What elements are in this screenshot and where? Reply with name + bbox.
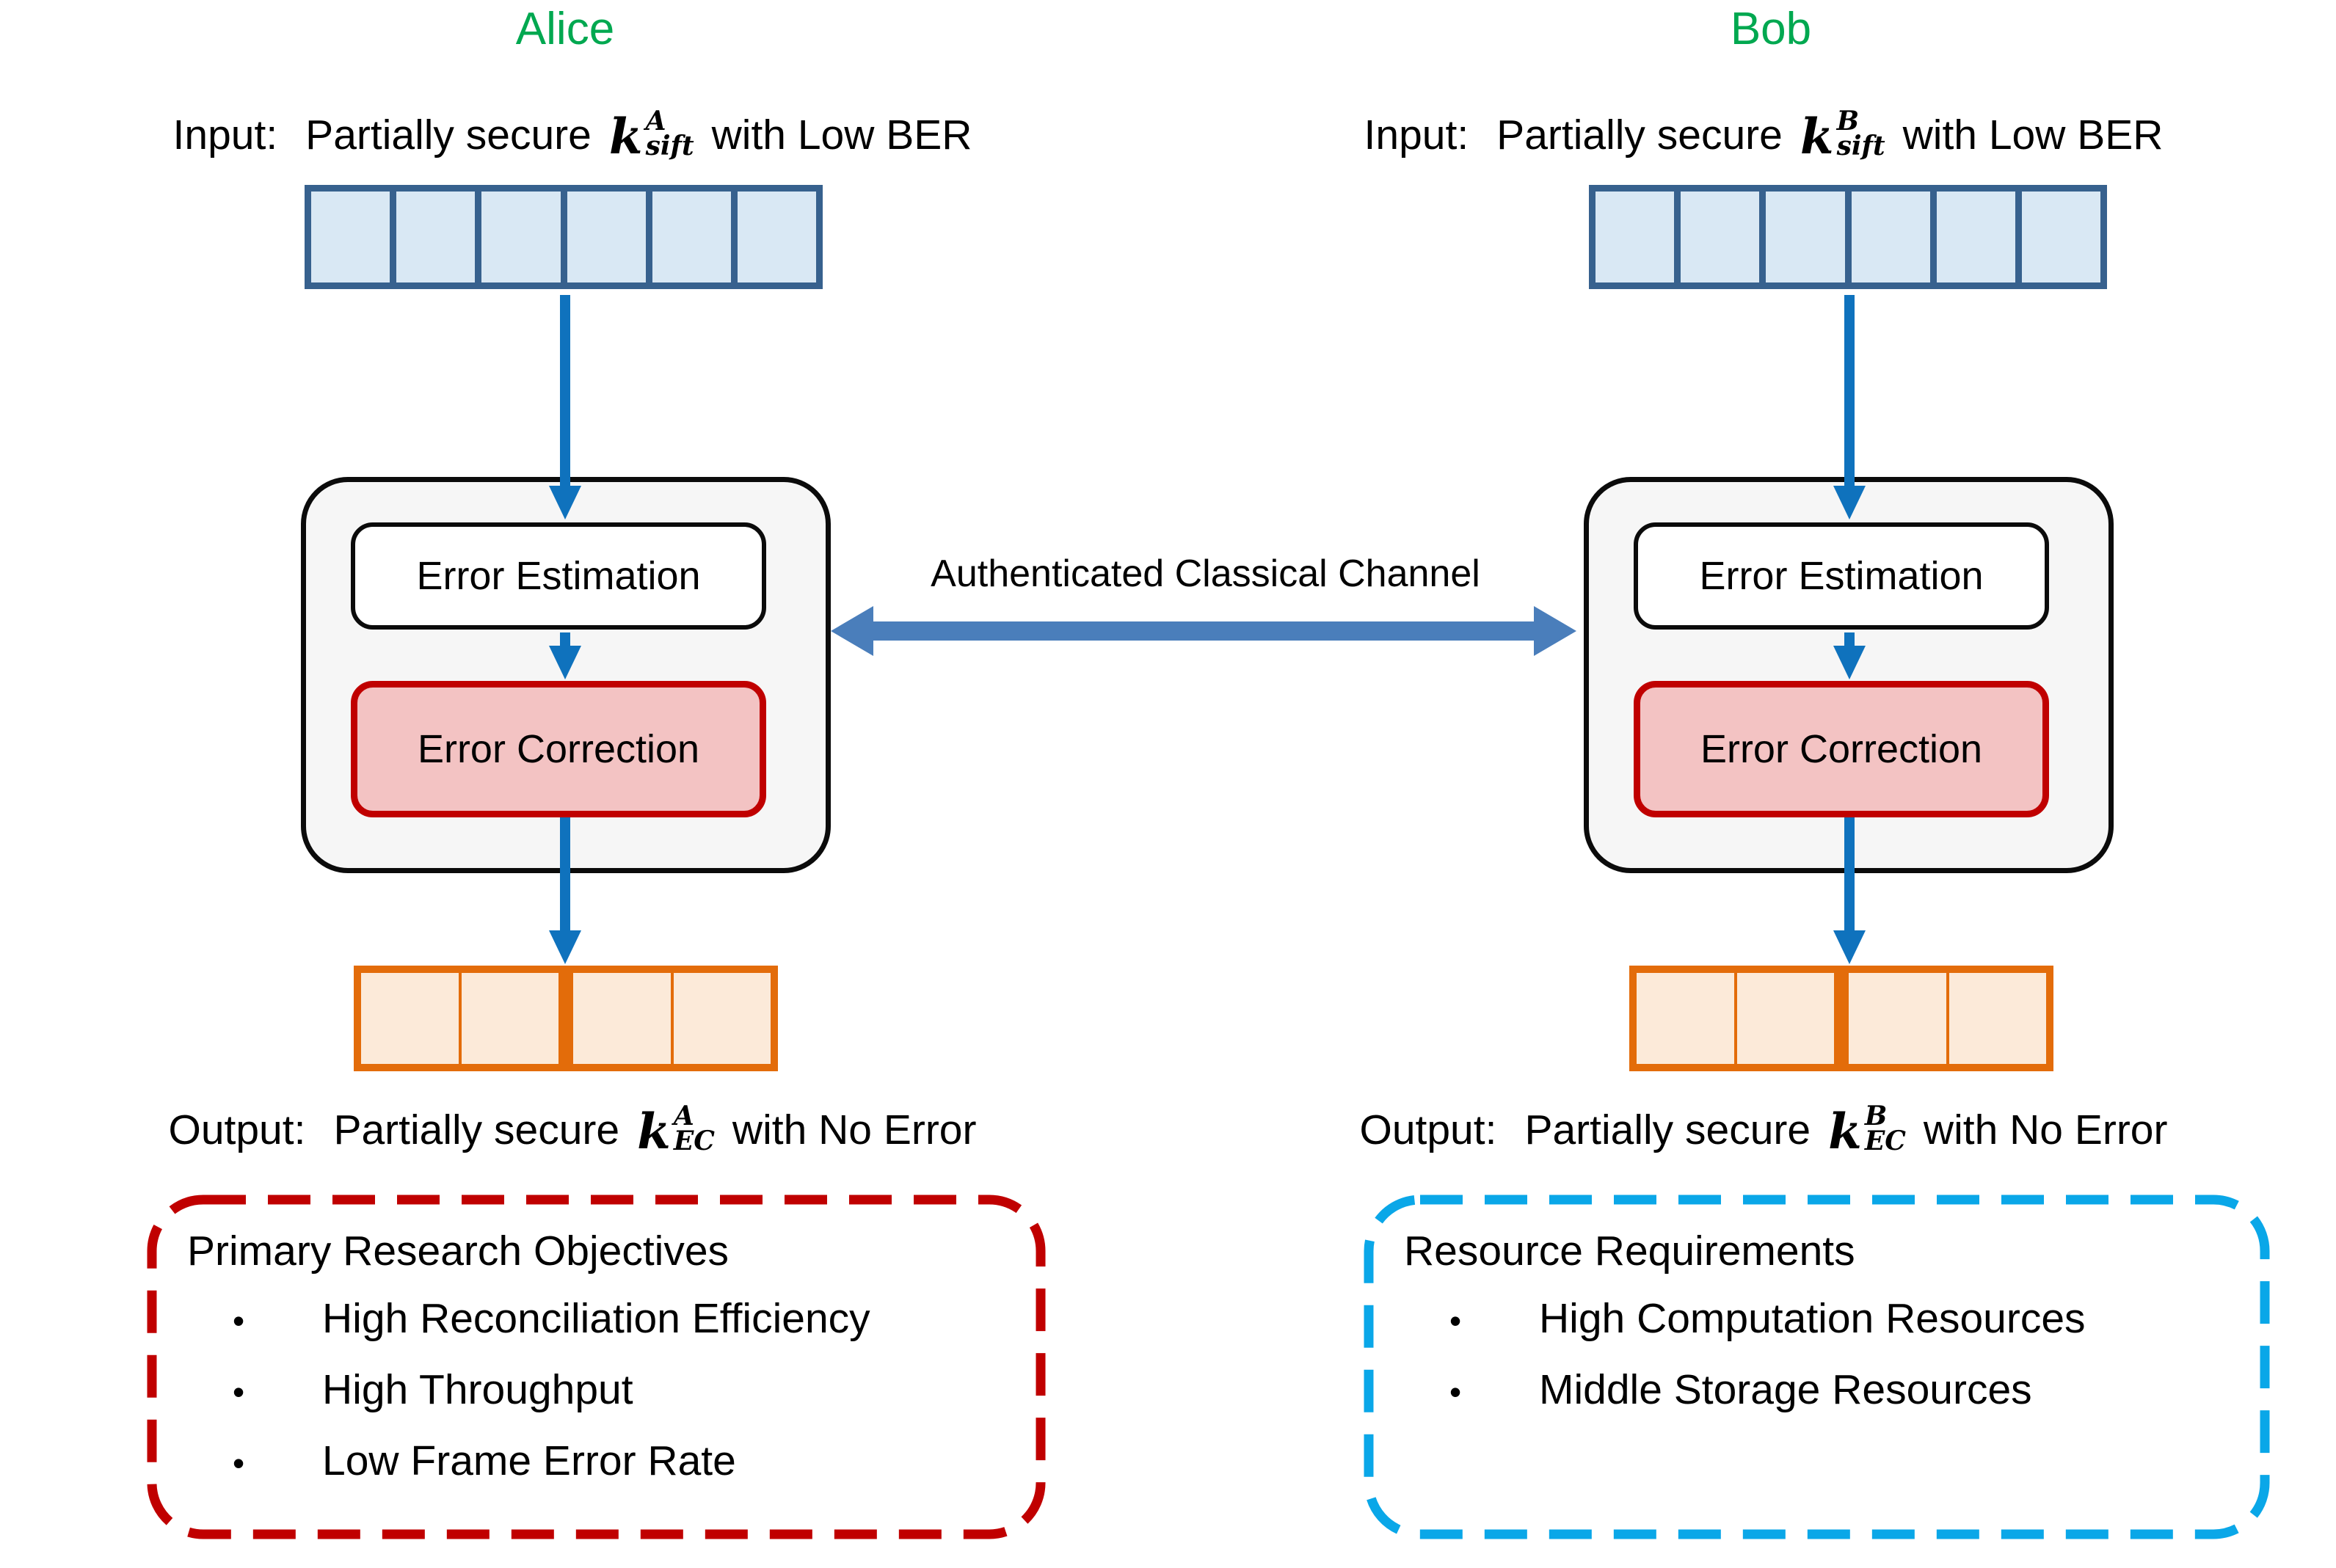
bob-input-superscript: B <box>1836 106 1859 136</box>
objectives-box: Primary Research Objectives • High Recon… <box>147 1195 1046 1539</box>
alice-output-superscript: A <box>673 1101 694 1131</box>
alice-output-suffix: with No Error <box>732 1106 977 1154</box>
bullet-icon: • <box>233 1444 245 1482</box>
alice-input-prefix: Input: <box>172 112 278 159</box>
key-cell <box>361 973 462 1064</box>
alice-input-mid: Partially secure <box>305 112 592 159</box>
key-cell <box>1637 973 1737 1064</box>
key-cell <box>1851 192 1937 282</box>
bob-title: Bob <box>1730 4 1812 54</box>
key-cell <box>1595 192 1681 282</box>
bob-output-key-symbol: k B EC <box>1828 1101 1906 1161</box>
bob-arrow-process-to-output-icon <box>1833 817 1866 964</box>
bullet-icon: • <box>233 1373 245 1411</box>
bob-arrow-input-to-process-icon <box>1833 295 1866 519</box>
alice-input-suffix: with Low BER <box>711 112 972 159</box>
alice-output-subscript: EC <box>673 1126 715 1157</box>
key-cell <box>1766 192 1852 282</box>
bob-input-suffix: with Low BER <box>1902 112 2164 159</box>
alice-input-label: Input: Partially secure k A sift with Lo… <box>0 106 1145 166</box>
alice-corrected-key-bar <box>354 966 778 1071</box>
bullet-icon: • <box>233 1302 245 1340</box>
alice-error-correction-box: Error Correction <box>351 681 766 817</box>
alice-output-key-symbol: k A EC <box>637 1101 715 1161</box>
bob-sifted-key-bar <box>1589 185 2107 289</box>
key-cell <box>673 973 771 1064</box>
bob-corrected-key-bar <box>1629 966 2053 1071</box>
key-cell <box>461 973 558 1064</box>
alice-output-prefix: Output: <box>168 1106 306 1154</box>
key-cell <box>481 192 567 282</box>
alice-sifted-key-bar <box>305 185 823 289</box>
bob-output-subscript: EC <box>1864 1126 1906 1157</box>
bullet-icon: • <box>1449 1373 1462 1411</box>
objectives-title: Primary Research Objectives <box>187 1228 729 1275</box>
key-cell <box>652 192 738 282</box>
alice-input-superscript: A <box>645 106 666 136</box>
alice-error-estimation-label: Error Estimation <box>416 554 701 598</box>
alice-error-correction-label: Error Correction <box>417 727 700 771</box>
key-cell <box>1949 973 2046 1064</box>
bob-error-correction-box: Error Correction <box>1634 681 2049 817</box>
bob-output-superscript: B <box>1864 1101 1888 1131</box>
resources-box-border <box>1364 1195 2270 1539</box>
objectives-box-border <box>147 1195 1046 1539</box>
list-item: • High Computation Resources <box>1449 1295 2086 1342</box>
alice-error-estimation-box: Error Estimation <box>351 522 766 630</box>
bob-error-estimation-box: Error Estimation <box>1634 522 2049 630</box>
bob-input-key-symbol: k B sift <box>1800 106 1885 166</box>
alice-arrow-process-to-output-icon <box>549 817 581 964</box>
key-cell <box>1849 973 1949 1064</box>
list-item: • Middle Storage Resources <box>1449 1366 2032 1413</box>
key-cell <box>1936 192 2022 282</box>
bob-output-label: Output: Partially secure k B EC with No … <box>1191 1101 2336 1161</box>
channel-label: Authenticated Classical Channel <box>931 553 1480 595</box>
bob-error-correction-label: Error Correction <box>1700 727 1983 771</box>
list-item: • High Reconciliation Efficiency <box>233 1295 870 1342</box>
key-cell <box>1736 973 1834 1064</box>
bullet-icon: • <box>1449 1302 1462 1340</box>
key-cell <box>311 192 397 282</box>
bob-output-suffix: with No Error <box>1923 1106 2168 1154</box>
alice-arrow-estimation-to-correction-icon <box>549 632 581 679</box>
key-cell <box>396 192 482 282</box>
bob-input-prefix: Input: <box>1364 112 1469 159</box>
alice-output-mid: Partially secure <box>333 1106 620 1154</box>
key-cell <box>1681 192 1766 282</box>
bob-error-estimation-label: Error Estimation <box>1699 554 1984 598</box>
key-cell <box>2021 192 2101 282</box>
bob-arrow-estimation-to-correction-icon <box>1833 632 1866 679</box>
channel-double-arrow-icon <box>831 606 1576 656</box>
bob-input-mid: Partially secure <box>1496 112 1783 159</box>
key-cell <box>737 192 817 282</box>
bob-output-prefix: Output: <box>1359 1106 1497 1154</box>
alice-arrow-input-to-process-icon <box>549 295 581 519</box>
resources-list: • High Computation Resources • Middle St… <box>1404 1294 2233 1414</box>
objectives-list: • High Reconciliation Efficiency • High … <box>187 1294 1016 1485</box>
alice-input-key-symbol: k A sift <box>608 106 694 166</box>
bob-output-mid: Partially secure <box>1524 1106 1811 1154</box>
alice-input-subscript: sift <box>645 131 694 162</box>
bob-input-subscript: sift <box>1836 131 1885 162</box>
resources-box: Resource Requirements • High Computation… <box>1364 1195 2263 1539</box>
list-item: • High Throughput <box>233 1366 633 1413</box>
resources-title: Resource Requirements <box>1404 1228 1855 1275</box>
bob-input-label: Input: Partially secure k B sift with Lo… <box>1191 106 2336 166</box>
alice-title: Alice <box>515 4 615 54</box>
list-item: • Low Frame Error Rate <box>233 1437 736 1484</box>
alice-output-label: Output: Partially secure k A EC with No … <box>0 1101 1145 1161</box>
key-cell <box>573 973 674 1064</box>
key-cell <box>567 192 652 282</box>
